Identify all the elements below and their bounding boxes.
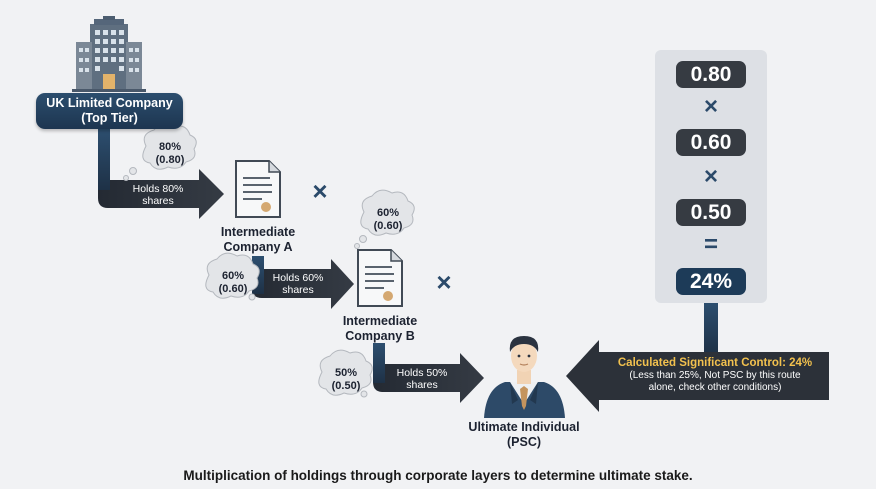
result-note-1: (Less than 25%, Not PSC by this route xyxy=(629,370,801,381)
result-note-2: alone, check other conditions) xyxy=(648,382,782,393)
calc-result: 24% xyxy=(676,268,746,295)
company-a-label: Intermediate Company A xyxy=(220,225,296,254)
figure-caption: Multiplication of holdings through corpo… xyxy=(183,468,693,483)
result-arrow-text: Calculated Significant Control: 24% (Les… xyxy=(599,356,831,394)
top-company-tier: (Top Tier) xyxy=(81,111,138,125)
calc-equals: = xyxy=(703,231,718,258)
person-icon xyxy=(484,336,565,418)
calc-multiply-1: × xyxy=(703,93,718,120)
ownership-arrow-80 xyxy=(98,128,224,219)
office-building-icon xyxy=(72,16,146,92)
result-headline: Calculated Significant Control: 24% xyxy=(617,357,813,369)
calc-value-3: 0.50 xyxy=(676,199,746,226)
result-arrow xyxy=(566,302,829,412)
calc-multiply-2: × xyxy=(703,163,718,190)
individual-label: Ultimate Individual (PSC) xyxy=(468,420,580,449)
bubble-text-60-left: 60% (0.60) xyxy=(218,270,248,295)
arrow-text-60: Holds 60% shares xyxy=(272,272,324,296)
calc-value-2: 0.60 xyxy=(676,129,746,156)
bubble-text-60-top: 60% (0.60) xyxy=(373,207,403,232)
calculation-panel xyxy=(655,50,767,303)
multiply-icon-2: × xyxy=(436,267,452,297)
document-icon-company-b xyxy=(357,249,403,307)
thought-bubble-50 xyxy=(318,349,373,398)
thought-bubble-60-left xyxy=(205,252,260,301)
ownership-arrow-50 xyxy=(373,343,484,403)
company-b-label: Intermediate Company B xyxy=(342,314,418,343)
arrow-text-80: Holds 80% shares xyxy=(132,183,184,207)
top-company-label: UK Limited Company (Top Tier) xyxy=(36,93,183,129)
top-company-name: UK Limited Company xyxy=(46,96,173,110)
bubble-text-80: 80% (0.80) xyxy=(155,141,185,166)
document-icon-company-a xyxy=(235,160,281,218)
thought-bubble-60-top xyxy=(354,189,415,249)
calc-value-1: 0.80 xyxy=(676,61,746,88)
multiply-icon-1: × xyxy=(312,176,328,206)
arrow-text-50: Holds 50% shares xyxy=(396,367,448,391)
bubble-text-50: 50% (0.50) xyxy=(331,367,361,392)
